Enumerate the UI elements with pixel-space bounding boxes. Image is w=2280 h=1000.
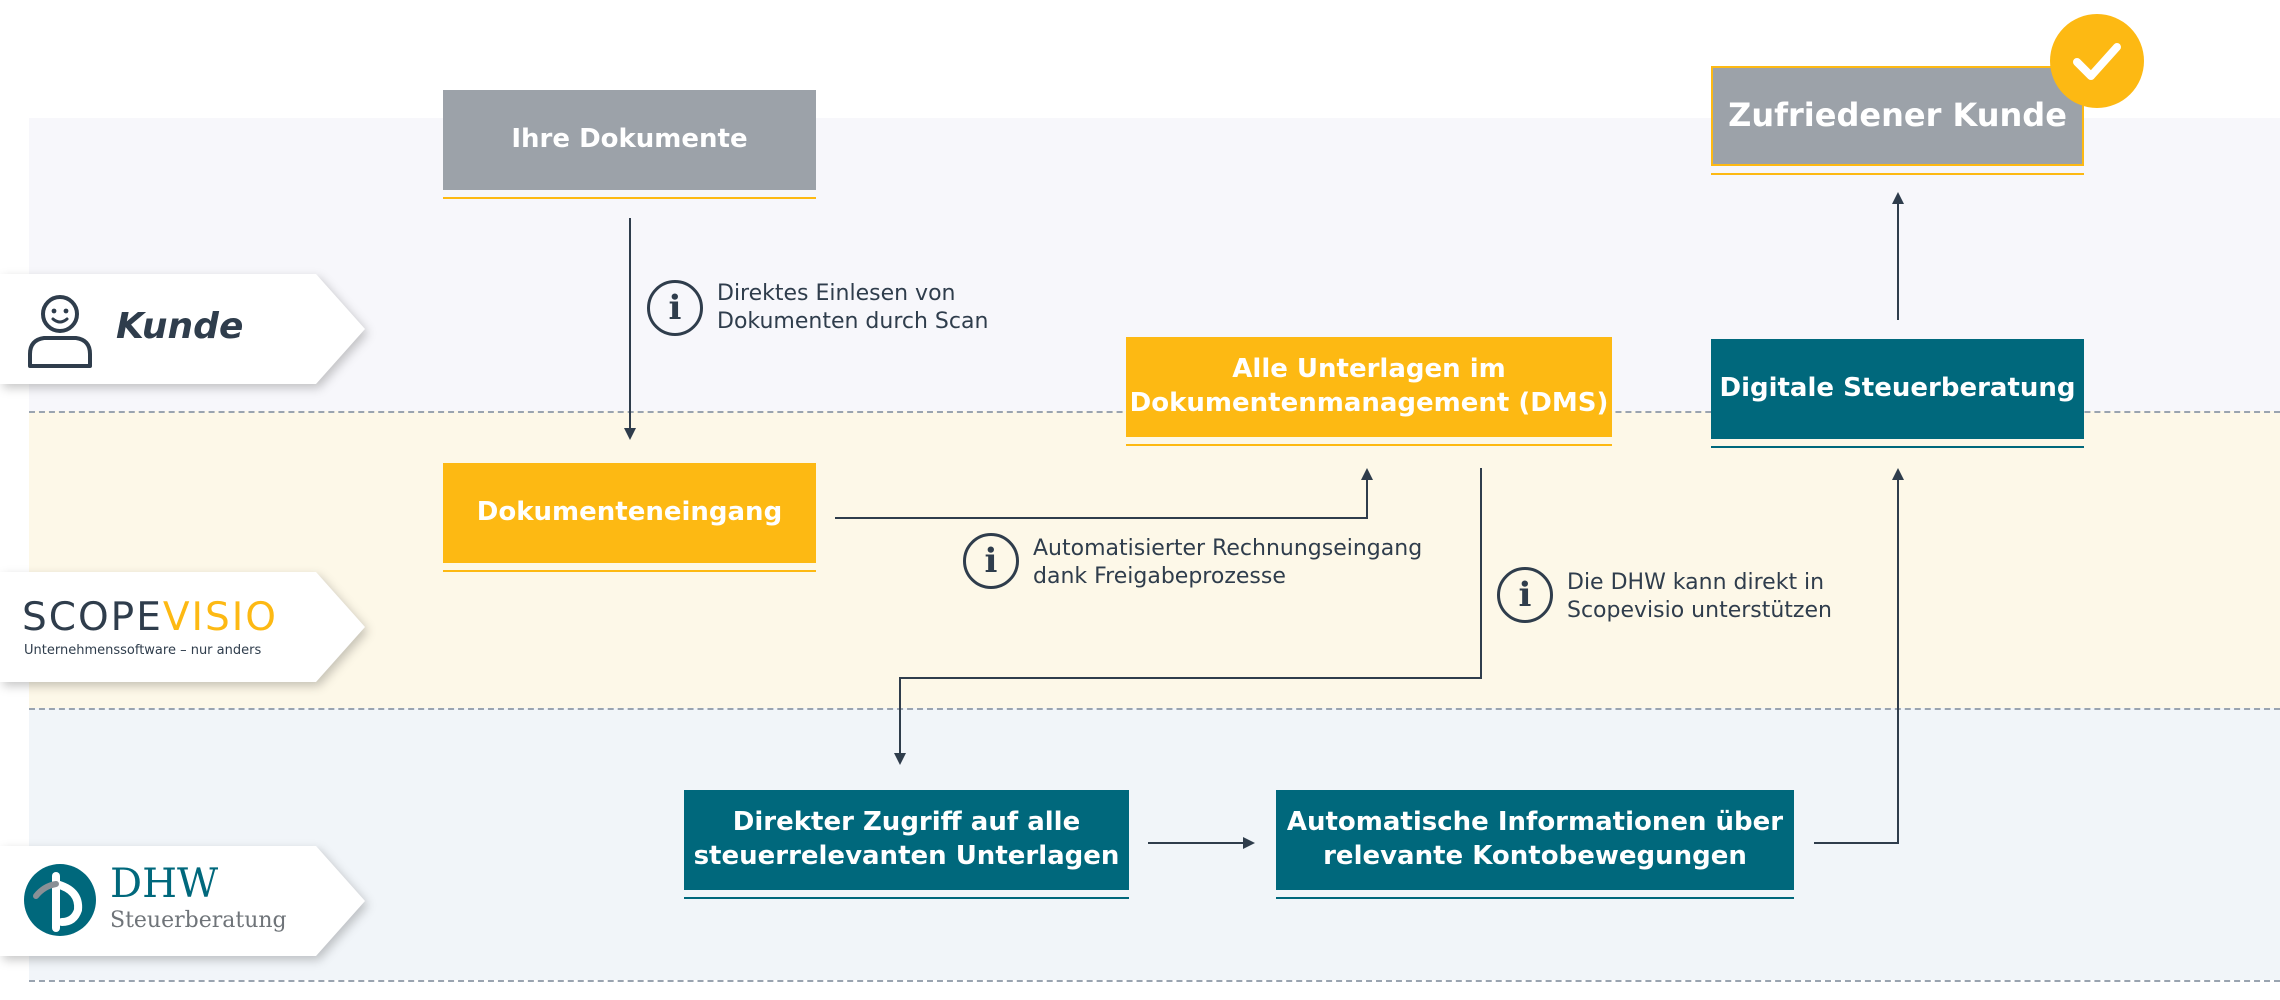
node-digitale-steuerberatung: Digitale Steuerberatung <box>1711 339 2084 439</box>
node-ihre-dokumente: Ihre Dokumente <box>443 90 816 190</box>
dhw-logo-icon <box>24 864 96 936</box>
lane-separator <box>29 980 2280 982</box>
dhw-logo-name: DHW <box>110 861 219 907</box>
info-icon: i <box>963 533 1019 589</box>
node-underline <box>1126 444 1612 446</box>
node-zufriedener-kunde: Zufriedener Kunde <box>1711 66 2084 166</box>
node-automatische-informationen: Automatische Informationen über relevant… <box>1276 790 1794 890</box>
node-underline <box>443 570 816 572</box>
lane-tag-scopevisio: SCOPEVISIO Unternehmenssoftware – nur an… <box>0 572 365 682</box>
lane-separator <box>29 708 2280 710</box>
scopevisio-logo: SCOPEVISIO <box>22 595 278 640</box>
checkmark-icon <box>2050 14 2144 108</box>
info-icon: i <box>647 280 703 336</box>
arrow-dms-to-zugriff <box>894 468 1482 765</box>
arrow-eingang-to-dms <box>835 468 1373 519</box>
info-icon: i <box>1497 567 1553 623</box>
person-icon <box>28 295 92 368</box>
scopevisio-tagline: Unternehmenssoftware – nur anders <box>24 643 262 658</box>
lane-tag-kunde: Kunde <box>0 274 365 384</box>
node-underline <box>1711 173 2084 175</box>
node-dms: Alle Unterlagen im Dokumentenmanagement … <box>1126 337 1612 437</box>
lane-scopevisio <box>29 411 2280 708</box>
node-underline <box>1276 897 1794 899</box>
arrow-info-to-digital <box>1814 468 1904 844</box>
dhw-logo-sub: Steuerberatung <box>110 908 287 933</box>
node-underline <box>1711 446 2084 448</box>
lane-label-kunde: Kunde <box>116 306 244 347</box>
lane-tag-dhw: DHW Steuerberatung <box>0 846 365 956</box>
note-dhw-support: Die DHW kann direkt in Scopevisio unters… <box>1567 570 1832 623</box>
node-direkter-zugriff: Direkter Zugriff auf alle steuerrelevant… <box>684 790 1129 890</box>
node-dokumenteneingang: Dokumenteneingang <box>443 463 816 563</box>
node-underline <box>443 197 816 199</box>
note-rechnungseingang: Automatisierter Rechnungseingang dank Fr… <box>1033 536 1423 589</box>
node-underline <box>684 897 1129 899</box>
note-scan: Direktes Einlesen von Dokumenten durch S… <box>717 281 989 334</box>
